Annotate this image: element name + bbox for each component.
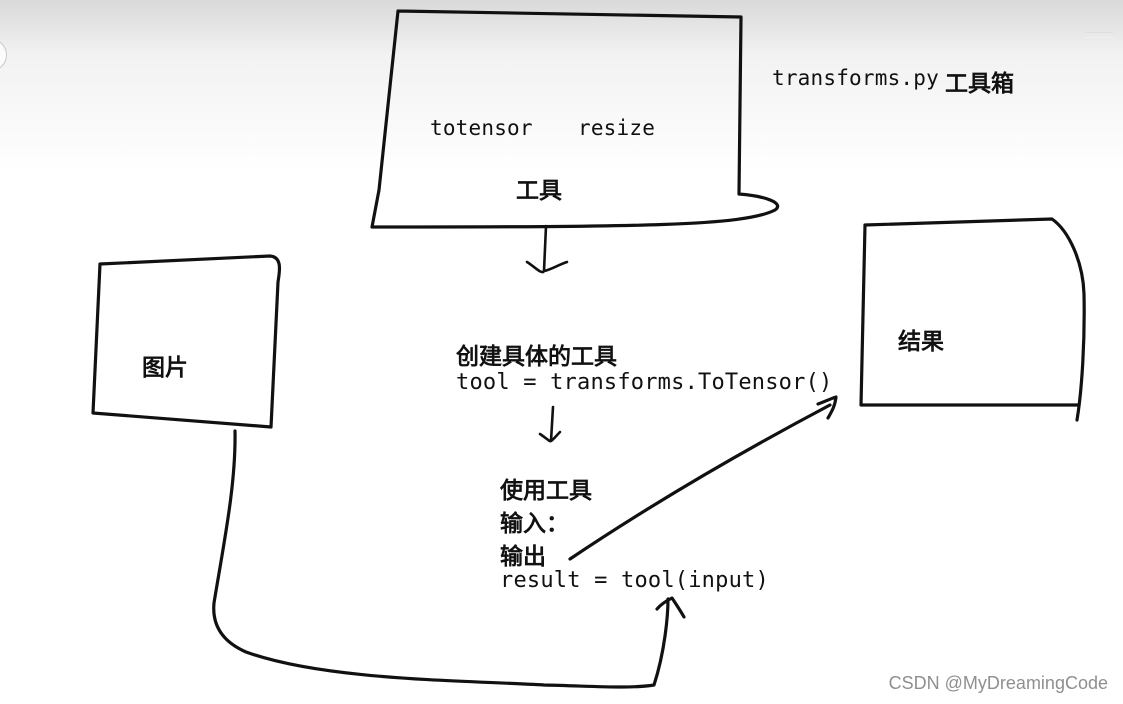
result-box (859, 217, 1086, 422)
output-to-result-flow (568, 395, 838, 561)
toolbox-item-resize: resize (578, 116, 656, 140)
image-label: 图片 (142, 355, 188, 381)
toolbox-title-cn: 工具箱 (945, 71, 1014, 97)
create-tool-label: 创建具体的工具 (456, 344, 617, 370)
toolbox-box (370, 9, 779, 229)
use-tool-code: result = tool(input) (500, 568, 769, 593)
create-tool-code: tool = transforms.ToTensor() (456, 370, 833, 395)
create-to-use-arrow (538, 405, 562, 443)
toolbox-title-code: transforms.py (772, 66, 939, 90)
csdn-watermark: CSDN @MyDreamingCode (888, 673, 1108, 693)
output-label: 输出 (500, 544, 546, 570)
toolbox-footer-label: 工具 (516, 178, 562, 204)
top-right-edge-marks (1085, 32, 1113, 38)
input-label: 输入： (500, 511, 569, 537)
image-to-input-flow (212, 429, 686, 689)
toolbox-item-totensor: totensor (430, 116, 533, 140)
toolbox-down-arrow (525, 224, 569, 274)
image-box (91, 254, 282, 429)
use-tool-label: 使用工具 (500, 478, 592, 504)
result-label: 结果 (898, 329, 944, 355)
